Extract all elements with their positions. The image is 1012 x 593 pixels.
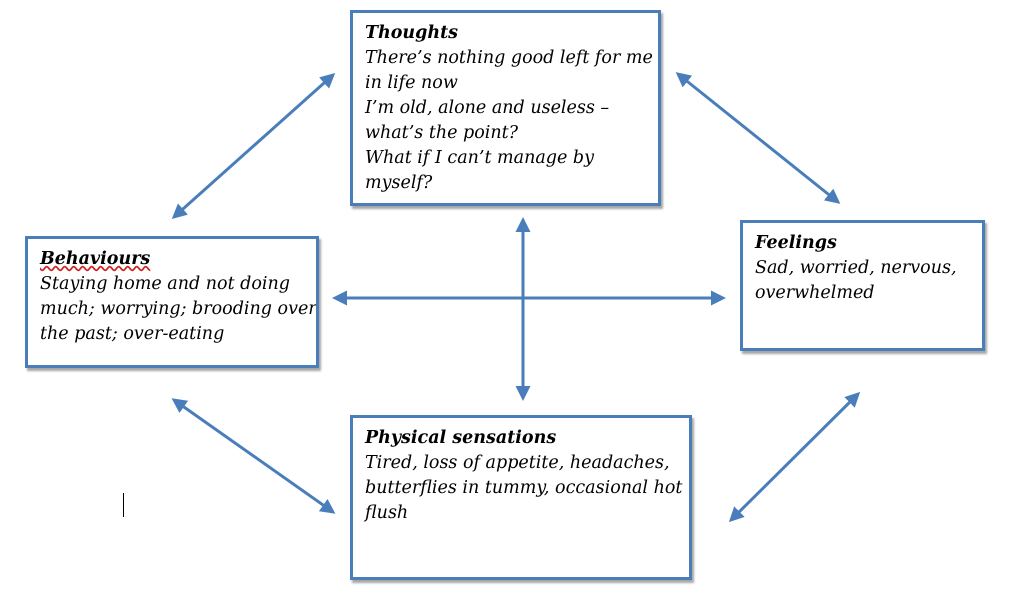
behaviours-title: Behaviours	[40, 249, 151, 269]
feelings-line: overwhelmed	[755, 283, 875, 303]
feelings-title: Feelings	[755, 233, 837, 253]
sensations-line: Tired, loss of appetite, headaches,	[365, 453, 670, 473]
thoughts-line: There’s nothing good left for me	[365, 48, 653, 68]
behaviours-node: Behaviours Staying home and not doing mu…	[25, 236, 319, 368]
sensations-line: butterflies in tummy, occasional hot	[365, 478, 683, 498]
thoughts-line: myself?	[365, 173, 433, 193]
arrow-thoughts-behaviours	[171, 73, 336, 219]
arrow-thoughts-feelings	[675, 72, 841, 204]
text-cursor	[123, 493, 124, 517]
arrow-behaviours-sensations	[171, 398, 336, 514]
thoughts-line: I’m old, alone and useless –	[365, 98, 610, 118]
thoughts-title: Thoughts	[365, 23, 459, 43]
feelings-node: Feelings Sad, worried, nervous, overwhel…	[740, 220, 985, 351]
thoughts-line: what’s the point?	[365, 123, 519, 143]
sensations-title: Physical sensations	[365, 428, 557, 448]
thoughts-line: in life now	[365, 73, 458, 93]
arrow-feelings-sensations	[728, 391, 861, 523]
physical-sensations-node: Physical sensations Tired, loss of appet…	[350, 415, 692, 580]
behaviours-line: the past; over-eating	[40, 324, 225, 344]
sensations-line: flush	[365, 503, 409, 523]
thoughts-node: Thoughts There’s nothing good left for m…	[350, 10, 661, 206]
behaviours-line: much; worrying; brooding over	[40, 299, 317, 319]
behaviours-line: Staying home and not doing	[40, 274, 290, 294]
feelings-line: Sad, worried, nervous,	[755, 258, 957, 278]
thoughts-line: What if I can’t manage by	[365, 148, 595, 168]
